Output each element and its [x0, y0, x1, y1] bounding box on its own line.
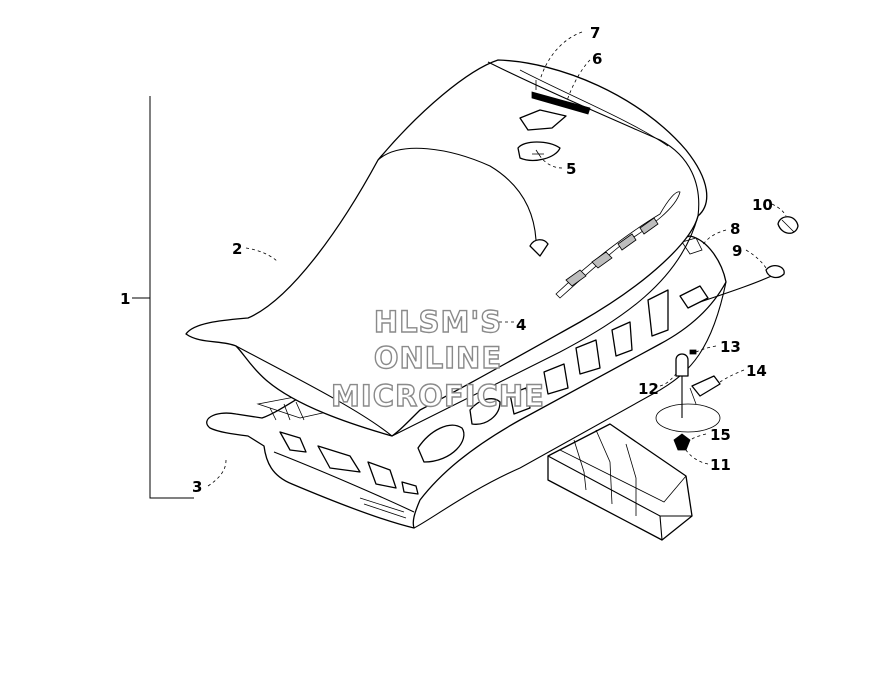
watermark-line-1: HLSM'S: [374, 305, 502, 339]
callout-9: 9: [732, 242, 742, 260]
callout-5: 5: [566, 160, 576, 178]
callout-1: 1: [120, 290, 130, 308]
watermark: HLSM'S ONLINE MICROFICHE: [330, 304, 545, 413]
callout-14: 14: [746, 362, 767, 380]
callout-4: 4: [516, 316, 526, 334]
callout-12: 12: [638, 380, 659, 398]
callout-8: 8: [730, 220, 740, 238]
leader-lines: [132, 31, 787, 499]
callout-6: 6: [592, 50, 602, 68]
callout-13: 13: [720, 338, 741, 356]
watermark-line-2: ONLINE: [374, 341, 502, 375]
callout-11: 11: [710, 456, 731, 474]
callout-15: 15: [710, 426, 731, 444]
callout-2: 2: [232, 240, 242, 258]
latch-hardware: [655, 216, 799, 451]
callout-10: 10: [752, 196, 773, 214]
storage-block: [547, 423, 693, 541]
watermark-line-3: MICROFICHE: [331, 379, 545, 413]
callout-7: 7: [590, 24, 600, 42]
seat-cushion: [185, 59, 708, 437]
callout-labels: 1 2 3 4 5 6 7 8 9 10 11 12 13 14 15: [120, 24, 773, 496]
callout-3: 3: [192, 478, 202, 496]
